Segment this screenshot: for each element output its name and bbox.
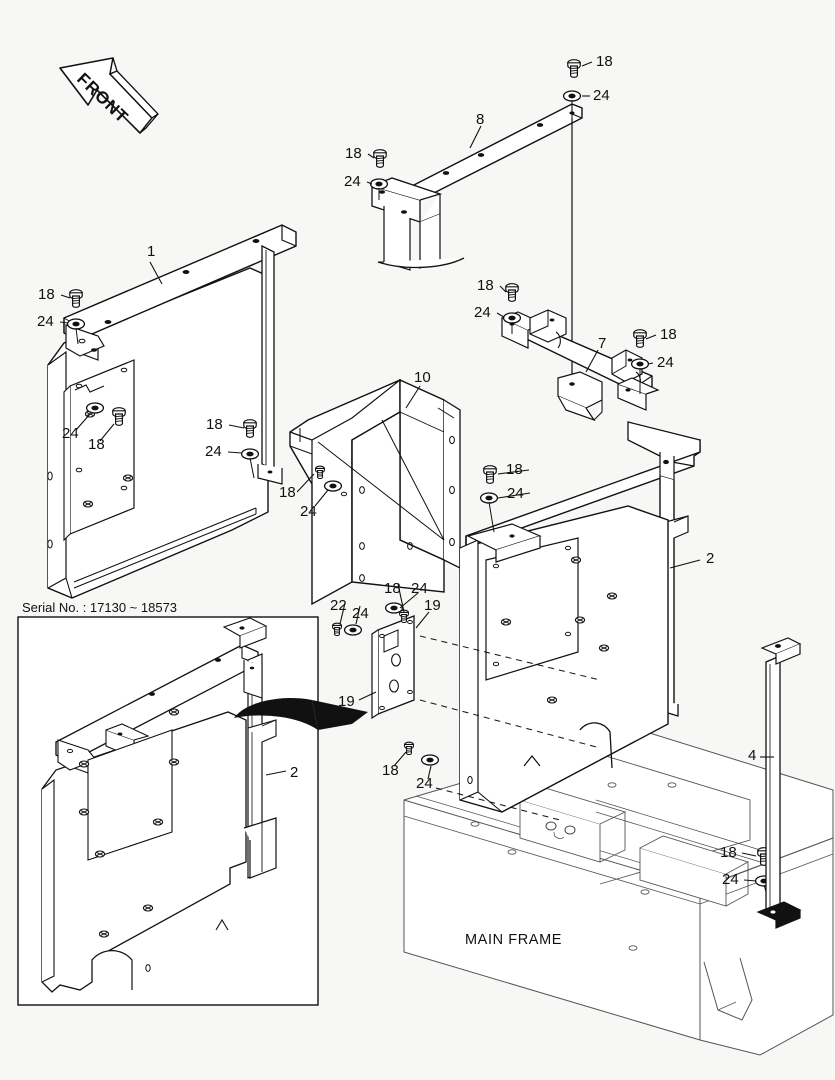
inset-variant-box: [17, 616, 319, 1006]
callout-4: 4: [748, 747, 756, 764]
inset-serial-note: Serial No. : 17130 ~ 18573: [22, 600, 177, 615]
part-8-bar: [371, 103, 583, 271]
fastener-callout-18-c: 18: [38, 286, 55, 303]
part-19-leaders: [358, 611, 430, 701]
center-right-panel: [459, 505, 669, 813]
fastener-callout-18-f: 18: [660, 326, 677, 343]
inset-callout-2: 2: [290, 764, 298, 781]
fastener-callout-24-m: 24: [722, 871, 739, 888]
fastener-callout-24-g: 24: [205, 443, 222, 460]
part-callout-labels: 1 2 4 7 8 10 19 19 22: [147, 111, 756, 764]
main-frame-label: MAIN FRAME: [465, 932, 562, 948]
inset-pointer-arrow: [234, 698, 368, 730]
fastener-callout-24-a: 24: [593, 87, 610, 104]
callout-7: 7: [598, 335, 606, 352]
fastener-callout-24-b: 24: [344, 173, 361, 190]
fastener-callout-24-j: 24: [411, 580, 428, 597]
part-7-rail: [501, 309, 660, 422]
part-4-rod: [756, 637, 802, 929]
part-19-plate: [371, 615, 415, 720]
fastener-callout-24-i: 24: [507, 485, 524, 502]
fastener-callout-24-e: 24: [474, 304, 491, 321]
fastener-callout-18-b: 18: [345, 145, 362, 162]
part-2-leader: [669, 559, 701, 569]
callout-1: 1: [147, 243, 155, 260]
callout-19a: 19: [424, 597, 441, 614]
callout-19b: 19: [338, 693, 355, 710]
callout-2: 2: [706, 550, 714, 567]
callout-10: 10: [414, 369, 431, 386]
assembly-dashed-lines: [419, 635, 601, 821]
part-8-leader: [469, 125, 482, 149]
part-10-cover: [289, 378, 461, 606]
fastener-callout-labels: 18 24 18 24 18 24 24 18 18 24 18 24 18 2…: [37, 53, 739, 888]
part-1-leader: [149, 261, 163, 285]
main-frame-assembly: [403, 729, 834, 1056]
fastener-callout-24-k: 24: [352, 605, 369, 622]
fastener-callout-24-h: 24: [300, 503, 317, 520]
part-10-leader: [405, 385, 421, 409]
fastener-callout-18-m: 18: [720, 844, 737, 861]
callout-leader-lines: [59, 61, 757, 882]
part-7-leader: [585, 349, 599, 373]
fastener-callout-24-f: 24: [657, 354, 674, 371]
fastener-callout-18-i: 18: [506, 461, 523, 478]
fastener-callout-18-g: 18: [206, 416, 223, 433]
fastener-callout-18-e: 18: [477, 277, 494, 294]
callout-8: 8: [476, 111, 484, 128]
fastener-callout-18-l: 18: [382, 762, 399, 779]
fastener-callout-18-j: 18: [384, 580, 401, 597]
fastener-callout-24-c: 24: [37, 313, 54, 330]
fastener-callout-18-a: 18: [596, 53, 613, 70]
fastener-callout-24-d: 24: [62, 425, 79, 442]
callout-22: 22: [330, 597, 347, 614]
part-1-left-panel: [47, 224, 297, 599]
fastener-callout-18-h: 18: [279, 484, 296, 501]
fastener-callout-24-l: 24: [416, 775, 433, 792]
